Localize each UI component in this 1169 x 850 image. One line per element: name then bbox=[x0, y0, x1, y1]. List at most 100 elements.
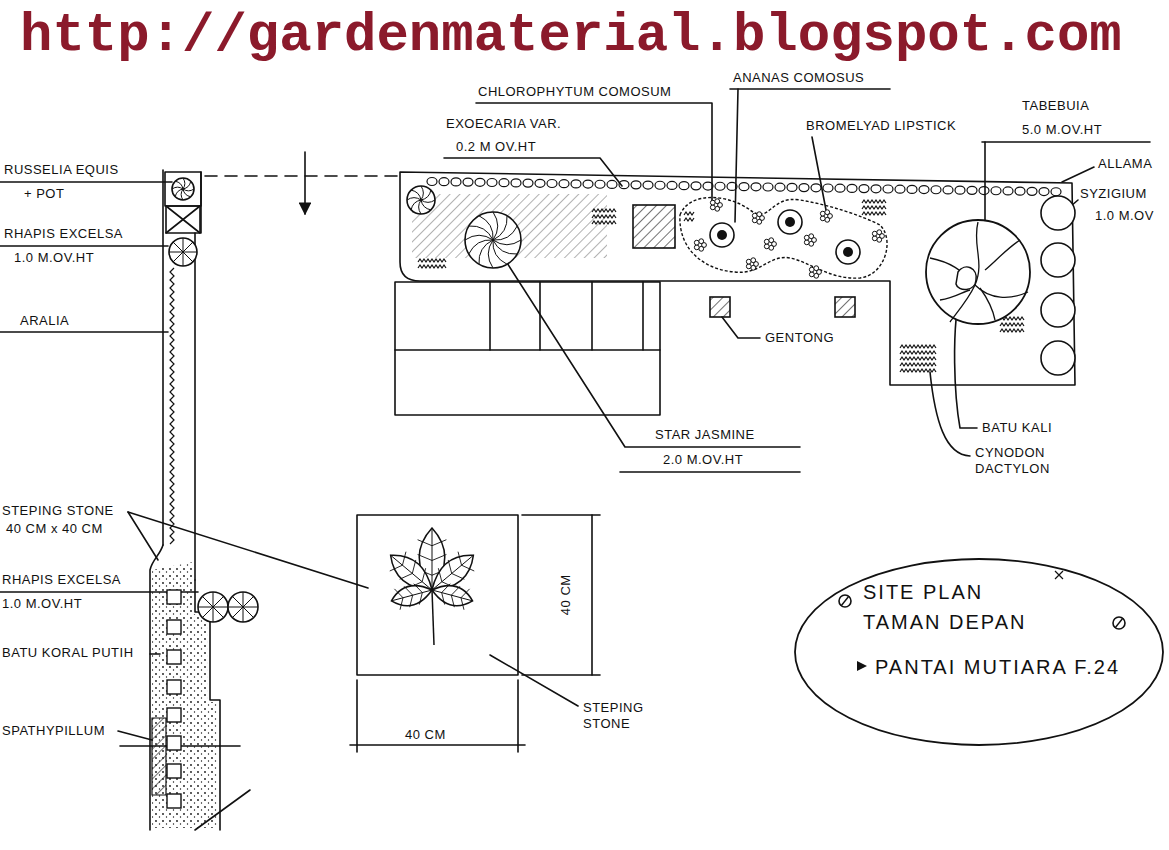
leaf-vein bbox=[438, 568, 454, 587]
rhapis-palm-spoke bbox=[232, 596, 243, 607]
pebble bbox=[823, 184, 833, 192]
pebble bbox=[907, 185, 917, 193]
pebble bbox=[955, 186, 965, 194]
grass-symbol bbox=[900, 363, 936, 366]
pebble bbox=[583, 180, 593, 188]
rhapis-palm-spoke bbox=[202, 607, 213, 618]
grass-symbol bbox=[900, 345, 936, 348]
pebble bbox=[859, 185, 869, 193]
grass-symbol bbox=[592, 221, 616, 224]
grass-symbol bbox=[900, 369, 936, 372]
rhapis-palm-spoke bbox=[243, 607, 244, 622]
bullet-symbol bbox=[839, 595, 851, 607]
star-jasmine-spoke bbox=[469, 240, 493, 254]
pebble bbox=[451, 178, 461, 186]
flower bbox=[699, 239, 704, 244]
star-jasmine-spoke bbox=[488, 240, 493, 268]
grass-symbol bbox=[862, 200, 886, 203]
flower bbox=[872, 236, 877, 241]
tree-branch bbox=[930, 258, 1028, 297]
rhapis-palm-spoke bbox=[183, 252, 184, 266]
sketch-line bbox=[304, 152, 306, 214]
plant-label: 1.0 M.OV.HT bbox=[2, 596, 82, 612]
leaf-vein bbox=[451, 586, 460, 607]
sketch-line bbox=[591, 282, 593, 350]
plant-label: SPATHYPILLUM bbox=[2, 723, 105, 739]
syzygium-shrub bbox=[1041, 243, 1075, 277]
rhapis-palm-spoke bbox=[213, 607, 224, 618]
ananas-plant bbox=[717, 230, 727, 240]
rhapis-palm bbox=[169, 238, 197, 266]
grass-symbol bbox=[1000, 323, 1024, 326]
pebble bbox=[463, 178, 473, 186]
russelia-pot-spoke bbox=[175, 181, 183, 189]
rhapis-palm-spoke bbox=[183, 238, 184, 252]
plant-label: CHLOROPHYTUM COMOSUM bbox=[478, 84, 671, 100]
star-jasmine-spoke bbox=[493, 240, 507, 264]
tick-mark bbox=[1055, 571, 1063, 579]
sketch-line bbox=[165, 172, 201, 206]
grass-symbol bbox=[862, 212, 886, 215]
pot-plant-spoke bbox=[411, 190, 421, 200]
stepping-stone bbox=[167, 680, 181, 694]
plant-label: 40 CM bbox=[405, 727, 446, 743]
title-ellipse: SITE PLAN TAMAN DEPAN PANTAI MUTIARA F.24 bbox=[793, 557, 1165, 747]
pebble bbox=[499, 179, 509, 187]
spathiphyllum-hatch bbox=[152, 718, 166, 795]
bullet-symbol bbox=[1113, 617, 1125, 629]
plant-label: STEPING STONE bbox=[583, 700, 668, 731]
flower bbox=[814, 266, 819, 271]
pot-plant-spoke bbox=[421, 200, 431, 210]
tree-branch bbox=[940, 290, 970, 300]
grass-symbol bbox=[592, 215, 616, 218]
russelia-pot-spoke bbox=[183, 178, 185, 189]
sketch-line bbox=[400, 172, 1075, 385]
title-text: SITE PLAN TAMAN DEPAN bbox=[863, 577, 1053, 637]
sketch-line bbox=[200, 172, 202, 233]
sketch-line bbox=[722, 317, 760, 338]
pebble bbox=[703, 182, 713, 190]
plant-label: BATU KALI bbox=[982, 420, 1052, 436]
ananas-plant bbox=[836, 240, 860, 264]
tree-branch bbox=[985, 240, 1020, 270]
leaf-vein bbox=[461, 589, 470, 610]
title-text: PANTAI MUTIARA F.24 bbox=[875, 652, 1120, 682]
dimension-label: 40 CM bbox=[558, 574, 574, 615]
leaf-vein bbox=[391, 555, 432, 590]
stepping-stone bbox=[167, 708, 181, 722]
pebble bbox=[595, 180, 605, 188]
star-jasmine bbox=[465, 212, 521, 268]
grass-symbol bbox=[900, 357, 936, 360]
leaf-lobe bbox=[391, 586, 432, 606]
rhapis-palm-spoke bbox=[213, 607, 214, 622]
russelia-pot bbox=[172, 178, 194, 200]
sketch-line bbox=[730, 88, 890, 90]
plant-label: 1.0 M.OV.HT bbox=[14, 250, 94, 266]
rhapis-palm-spoke bbox=[183, 242, 193, 252]
rhapis-palm-spoke bbox=[183, 252, 197, 253]
pebble bbox=[931, 186, 941, 194]
pebble bbox=[883, 185, 893, 193]
flower bbox=[769, 238, 774, 243]
sketch-line bbox=[395, 349, 660, 351]
sketch-line bbox=[591, 515, 593, 675]
pebble bbox=[991, 187, 1001, 195]
stepping-stone bbox=[167, 794, 181, 808]
tree-branch bbox=[980, 288, 995, 320]
sketch-line bbox=[162, 170, 164, 545]
ananas-plant bbox=[778, 210, 802, 234]
pebble bbox=[943, 186, 953, 194]
plant-label: + POT bbox=[24, 186, 64, 202]
leaf-vein bbox=[404, 586, 413, 607]
pebble bbox=[547, 179, 557, 187]
pebble bbox=[1027, 187, 1037, 195]
rhapis-palm-spoke bbox=[228, 607, 243, 608]
leaf-vein bbox=[448, 560, 464, 579]
pebble bbox=[751, 183, 761, 191]
stepping-stone bbox=[167, 736, 181, 750]
plant-label: BROMELYAD LIPSTICK bbox=[806, 118, 956, 134]
pebble bbox=[763, 183, 773, 191]
star-jasmine-spoke bbox=[493, 226, 517, 240]
